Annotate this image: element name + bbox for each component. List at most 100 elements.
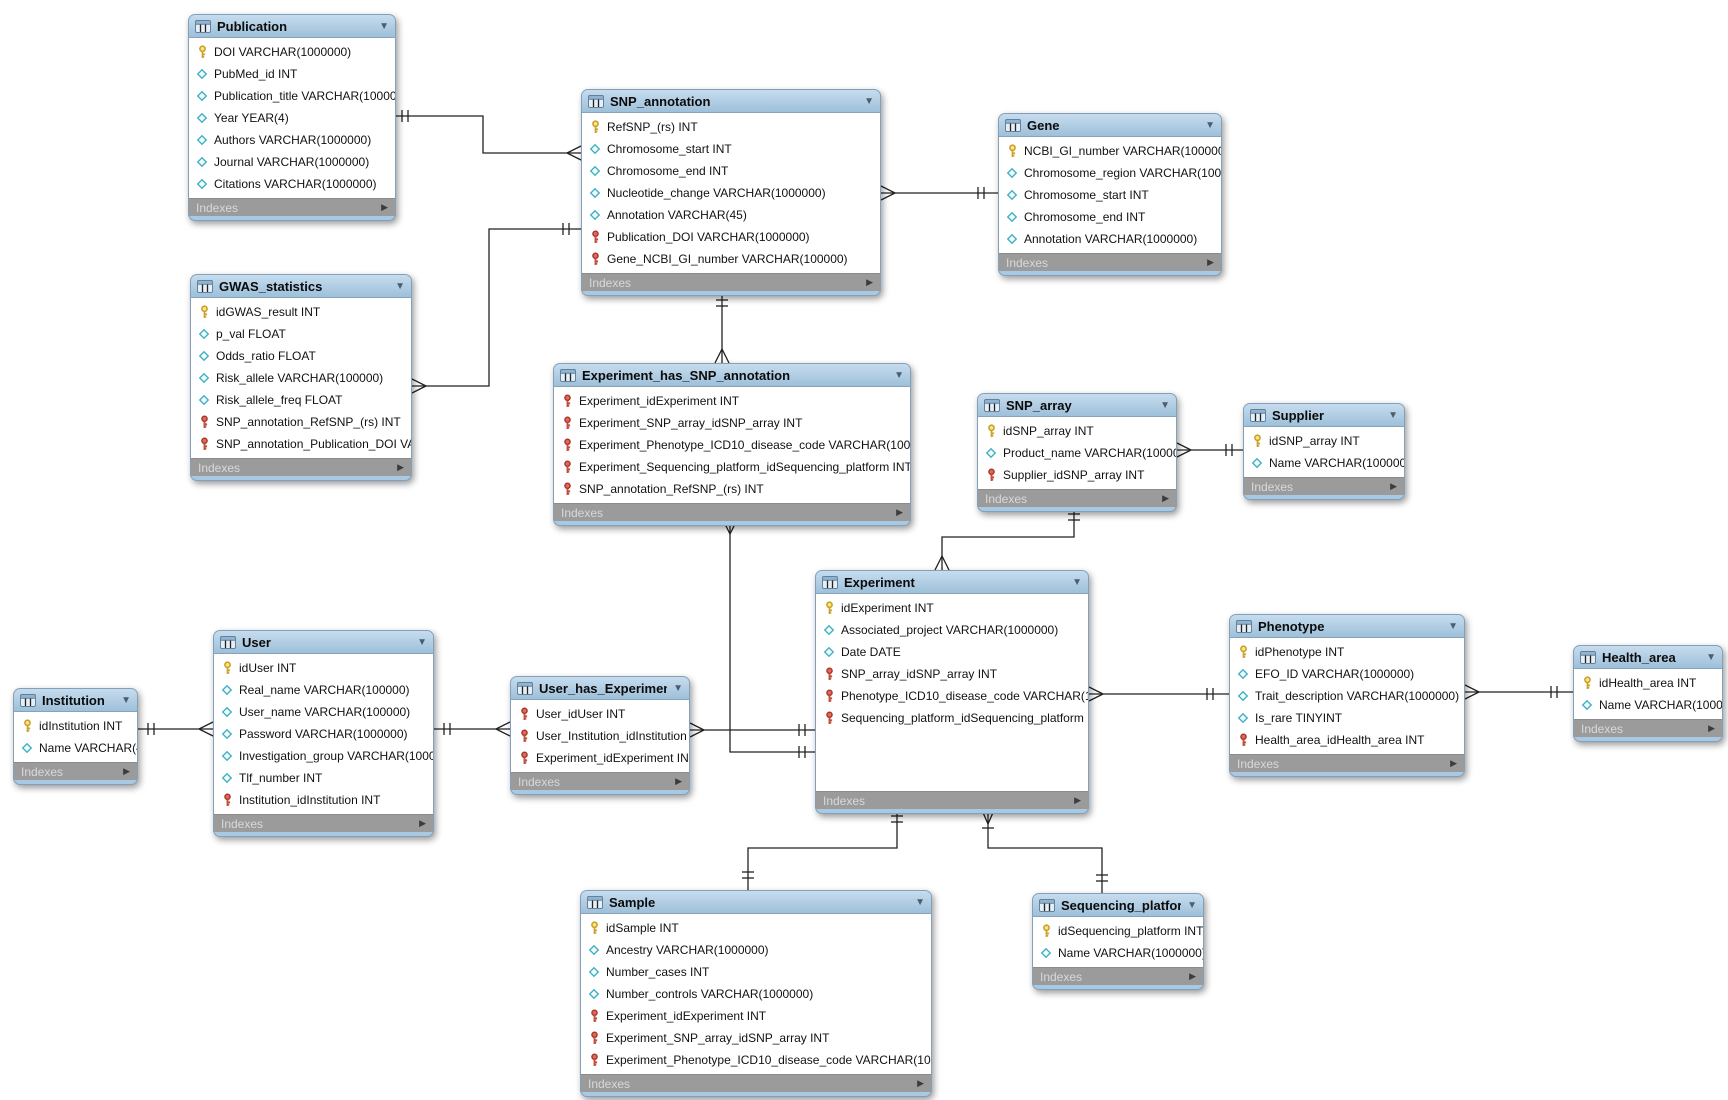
field-row[interactable]: Supplier_idSNP_array INT [978,464,1176,486]
expand-arrow-icon[interactable]: ▶ [675,776,682,786]
indexes-bar[interactable]: Indexes▶ [214,814,433,832]
indexes-bar[interactable]: Indexes▶ [189,198,395,216]
field-row[interactable]: Risk_allele VARCHAR(100000) [191,367,411,389]
expand-arrow-icon[interactable]: ▶ [1207,257,1214,267]
chevron-down-icon[interactable]: ▼ [1160,399,1170,411]
field-row[interactable]: Name VARCHAR(1000000) [1244,452,1404,474]
field-row[interactable]: idSNP_array INT [978,420,1176,442]
chevron-down-icon[interactable]: ▼ [1072,576,1082,588]
table-header[interactable]: Institution▼ [14,689,137,712]
field-row[interactable]: idSequencing_platform INT [1033,920,1203,942]
field-row[interactable]: Chromosome_end INT [999,206,1221,228]
chevron-down-icon[interactable]: ▼ [673,682,683,694]
indexes-bar[interactable]: Indexes▶ [1033,967,1203,985]
field-row[interactable]: Investigation_group VARCHAR(100000) [214,745,433,767]
expand-arrow-icon[interactable]: ▶ [1390,481,1397,491]
indexes-bar[interactable]: Indexes▶ [191,458,411,476]
chevron-down-icon[interactable]: ▼ [1448,620,1458,632]
field-row[interactable]: Annotation VARCHAR(45) [582,204,880,226]
expand-arrow-icon[interactable]: ▶ [381,202,388,212]
table-Gene[interactable]: Gene▼NCBI_GI_number VARCHAR(100000)Chrom… [998,113,1222,276]
field-row[interactable]: idInstitution INT [14,715,137,737]
table-header[interactable]: User▼ [214,631,433,654]
table-Publication[interactable]: Publication▼DOI VARCHAR(1000000)PubMed_i… [188,14,396,221]
chevron-down-icon[interactable]: ▼ [894,369,904,381]
chevron-down-icon[interactable]: ▼ [915,896,925,908]
table-header[interactable]: Experiment_has_SNP_annotation▼ [554,364,910,387]
field-row[interactable]: Chromosome_end INT [582,160,880,182]
field-row[interactable]: Experiment_Sequencing_platform_idSequenc… [554,456,910,478]
field-row[interactable]: Phenotype_ICD10_disease_code VARCHAR(100… [816,685,1088,707]
field-row[interactable]: Experiment_idExperiment INT [554,390,910,412]
chevron-down-icon[interactable]: ▼ [395,280,405,292]
table-header[interactable]: Gene▼ [999,114,1221,137]
field-row[interactable]: Institution_idInstitution INT [214,789,433,811]
field-row[interactable]: Number_controls VARCHAR(1000000) [581,983,931,1005]
field-row[interactable]: Password VARCHAR(1000000) [214,723,433,745]
field-row[interactable]: Experiment_idExperiment INT [511,747,689,769]
field-row[interactable]: idGWAS_result INT [191,301,411,323]
field-row[interactable]: RefSNP_(rs) INT [582,116,880,138]
field-row[interactable]: idUser INT [214,657,433,679]
field-row[interactable]: Annotation VARCHAR(1000000) [999,228,1221,250]
table-header[interactable]: Phenotype▼ [1230,615,1464,638]
table-header[interactable]: Sample▼ [581,891,931,914]
chevron-down-icon[interactable]: ▼ [1187,899,1197,911]
field-row[interactable]: Gene_NCBI_GI_number VARCHAR(100000) [582,248,880,270]
chevron-down-icon[interactable]: ▼ [864,95,874,107]
field-row[interactable]: SNP_annotation_Publication_DOI VA... [191,433,411,455]
field-row[interactable]: Odds_ratio FLOAT [191,345,411,367]
chevron-down-icon[interactable]: ▼ [1205,119,1215,131]
field-row[interactable]: Chromosome_region VARCHAR(100000) [999,162,1221,184]
field-row[interactable]: User_Institution_idInstitution INT [511,725,689,747]
expand-arrow-icon[interactable]: ▶ [866,277,873,287]
chevron-down-icon[interactable]: ▼ [1706,651,1716,663]
field-row[interactable]: Chromosome_start INT [582,138,880,160]
table-header[interactable]: Publication▼ [189,15,395,38]
field-row[interactable]: Ancestry VARCHAR(1000000) [581,939,931,961]
chevron-down-icon[interactable]: ▼ [1388,409,1398,421]
field-row[interactable]: Experiment_SNP_array_idSNP_array INT [554,412,910,434]
field-row[interactable]: Authors VARCHAR(1000000) [189,129,395,151]
table-header[interactable]: SNP_annotation▼ [582,90,880,113]
field-row[interactable]: Real_name VARCHAR(100000) [214,679,433,701]
table-header[interactable]: SNP_array▼ [978,394,1176,417]
field-row[interactable]: Name VARCHAR(45) [14,737,137,759]
field-row[interactable]: DOI VARCHAR(1000000) [189,41,395,63]
field-row[interactable]: Number_cases INT [581,961,931,983]
expand-arrow-icon[interactable]: ▶ [1450,758,1457,768]
field-row[interactable]: User_name VARCHAR(100000) [214,701,433,723]
expand-arrow-icon[interactable]: ▶ [123,766,130,776]
field-row[interactable]: Publication_title VARCHAR(1000000) [189,85,395,107]
field-row[interactable]: Is_rare TINYINT [1230,707,1464,729]
field-row[interactable]: NCBI_GI_number VARCHAR(100000) [999,140,1221,162]
field-row[interactable]: Product_name VARCHAR(1000000) [978,442,1176,464]
field-row[interactable]: User_idUser INT [511,703,689,725]
chevron-down-icon[interactable]: ▼ [121,694,131,706]
expand-arrow-icon[interactable]: ▶ [1074,795,1081,805]
indexes-bar[interactable]: Indexes▶ [999,253,1221,271]
field-row[interactable]: Experiment_idExperiment INT [581,1005,931,1027]
expand-arrow-icon[interactable]: ▶ [896,507,903,517]
field-row[interactable]: Sequencing_platform_idSequencing_platfor… [816,707,1088,729]
field-row[interactable]: Name VARCHAR(1000000) [1574,694,1722,716]
field-row[interactable]: SNP_annotation_RefSNP_(rs) INT [554,478,910,500]
table-Sequencing_platform[interactable]: Sequencing_platform▼idSequencing_platfor… [1032,893,1204,990]
field-row[interactable]: Health_area_idHealth_area INT [1230,729,1464,751]
indexes-bar[interactable]: Indexes▶ [978,489,1176,507]
field-row[interactable]: Chromosome_start INT [999,184,1221,206]
field-row[interactable]: Nucleotide_change VARCHAR(1000000) [582,182,880,204]
field-row[interactable]: idExperiment INT [816,597,1088,619]
expand-arrow-icon[interactable]: ▶ [1189,971,1196,981]
field-row[interactable]: Name VARCHAR(1000000) [1033,942,1203,964]
expand-arrow-icon[interactable]: ▶ [1162,493,1169,503]
indexes-bar[interactable]: Indexes▶ [581,1074,931,1092]
